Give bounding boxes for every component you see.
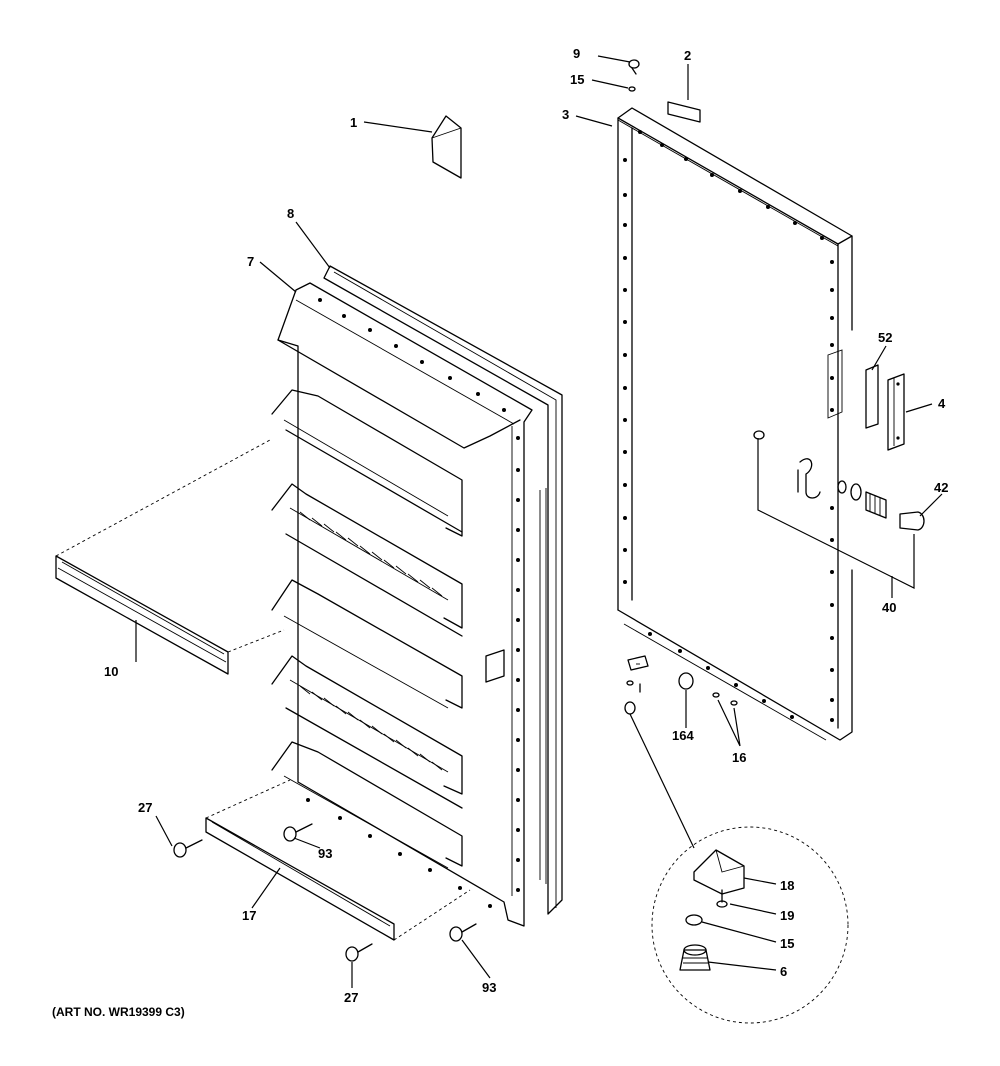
callout-18: 18	[780, 878, 794, 893]
part-screw-93-lower	[449, 923, 477, 942]
callout-27-lower: 27	[344, 990, 358, 1005]
liner-rack-upper	[271, 483, 463, 637]
liner-shelf-middle	[271, 579, 463, 709]
part-instruction-card	[431, 115, 462, 179]
part-outer-door-panel	[617, 107, 853, 741]
part-label	[667, 101, 701, 123]
part-washer-top	[628, 86, 636, 92]
liner-shelf-bottom	[271, 741, 463, 869]
callout-3: 3	[562, 107, 569, 122]
callout-16: 16	[732, 750, 746, 765]
part-washer-detail	[685, 914, 703, 926]
callout-10: 10	[104, 664, 118, 679]
liner-hole-row-bottom	[306, 798, 492, 908]
part-door-liner	[271, 282, 533, 927]
part-bottom-rail	[205, 779, 471, 941]
callout-4: 4	[938, 396, 946, 411]
callout-7: 7	[247, 254, 254, 269]
detail-circle-hinge-parts	[651, 826, 849, 1024]
part-plug-b	[730, 700, 738, 706]
callout-42: 42	[934, 480, 948, 495]
panel-hole-row-top	[638, 130, 824, 240]
part-hinge-pin	[716, 889, 728, 908]
part-spacer	[678, 672, 694, 690]
part-bushing-detail	[679, 944, 711, 971]
callout-27-upper: 27	[138, 800, 152, 815]
callout-6: 6	[780, 964, 787, 979]
part-bushing-small	[624, 701, 636, 715]
liner-hole-row-top	[318, 298, 506, 412]
callout-labels: 1 2 3 4 6 7 8 9 10 15 15 16 17 18 19 27 …	[104, 46, 948, 1005]
callout-2: 2	[684, 48, 691, 63]
panel-hole-column-left	[623, 158, 627, 584]
callout-93-upper: 93	[318, 846, 332, 861]
callout-93-lower: 93	[482, 980, 496, 995]
panel-hole-column-right	[830, 260, 834, 722]
leader-lines	[135, 55, 943, 988]
part-plug-a	[712, 692, 720, 698]
callout-1: 1	[350, 115, 357, 130]
part-shim	[865, 364, 879, 429]
callout-9: 9	[573, 46, 580, 61]
part-screw-93-upper	[283, 823, 313, 842]
part-shelf-rail	[55, 439, 285, 675]
part-lower-hinge-small	[627, 655, 649, 671]
callout-15-detail: 15	[780, 936, 794, 951]
part-door-gasket	[323, 265, 563, 915]
part-washer-small	[626, 680, 634, 686]
liner-shelf-upper	[271, 389, 463, 537]
part-screw-top	[628, 59, 640, 75]
callout-15-top: 15	[570, 72, 584, 87]
part-hinge-plate	[693, 849, 745, 895]
part-screw-27-upper	[173, 839, 203, 858]
part-key	[899, 511, 925, 531]
part-screw-27-lower	[345, 943, 373, 962]
part-hinge-bracket	[887, 373, 905, 451]
callout-164: 164	[672, 728, 694, 743]
callout-40: 40	[882, 600, 896, 615]
liner-hole-column	[516, 436, 520, 892]
callout-52: 52	[878, 330, 892, 345]
liner-rack-lower	[271, 655, 463, 809]
art-number: (ART NO. WR19399 C3)	[52, 1005, 185, 1019]
callout-8: 8	[287, 206, 294, 221]
part-lock-assembly	[753, 430, 887, 519]
panel-hole-row-bottom	[648, 632, 794, 719]
callout-19: 19	[780, 908, 794, 923]
callout-17: 17	[242, 908, 256, 923]
